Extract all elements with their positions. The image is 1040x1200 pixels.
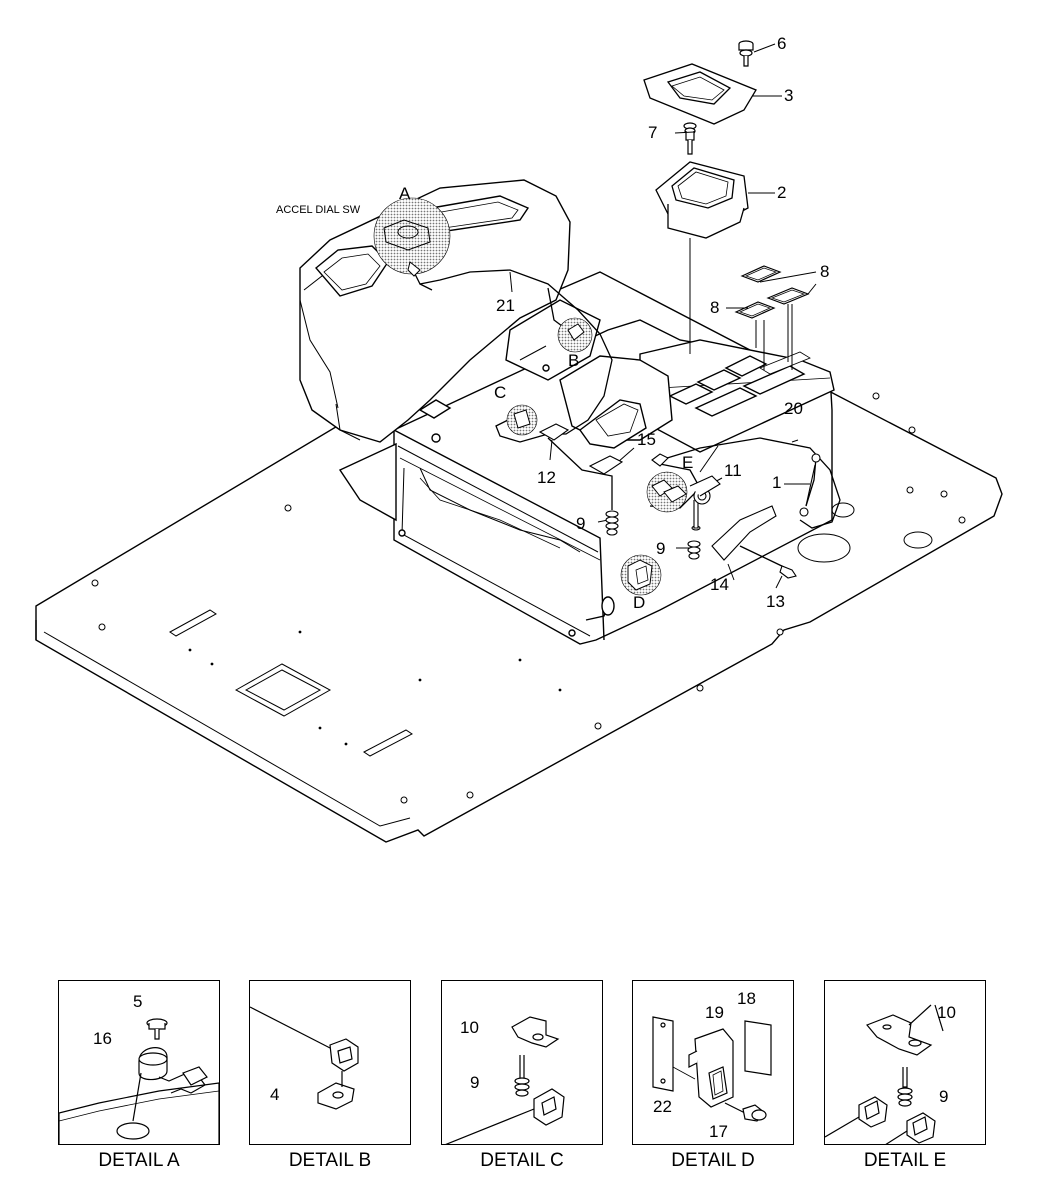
callout-15: 15 bbox=[637, 430, 656, 449]
callout-e: E bbox=[682, 453, 694, 472]
detail-circle-d bbox=[620, 554, 662, 596]
detail-c-caption: DETAIL C bbox=[480, 1150, 564, 1171]
ground-wire-1 bbox=[799, 453, 821, 517]
callout-1: 1 bbox=[772, 473, 782, 492]
detail-c-label-10: 10 bbox=[460, 1018, 479, 1037]
detail-c-drawing bbox=[445, 1016, 565, 1144]
detail-circle-a bbox=[373, 197, 451, 277]
floor-holes bbox=[91, 322, 966, 804]
detail-a-caption: DETAIL A bbox=[98, 1150, 180, 1171]
callout-a: A bbox=[399, 184, 411, 203]
detail-b-label-4: 4 bbox=[270, 1085, 280, 1104]
part-3-plate bbox=[643, 63, 757, 125]
detail-d-drawing bbox=[652, 1016, 772, 1122]
detail-d-label-18: 18 bbox=[737, 989, 756, 1008]
main-hardware bbox=[538, 423, 797, 579]
part-6-bolt bbox=[738, 40, 754, 67]
callout-12: 12 bbox=[537, 468, 556, 487]
leader-lines bbox=[509, 43, 817, 589]
detail-a-label-16: 16 bbox=[93, 1029, 112, 1048]
callout-c: C bbox=[494, 383, 507, 402]
detail-d-panel: 19 18 22 17 bbox=[632, 980, 794, 1145]
callout-b: B bbox=[568, 351, 580, 370]
callout-21: 21 bbox=[496, 296, 515, 315]
detail-d-label-17: 17 bbox=[709, 1122, 728, 1141]
detail-d-caption: DETAIL D bbox=[671, 1150, 755, 1171]
callout-13: 13 bbox=[766, 592, 785, 611]
detail-d-label-22: 22 bbox=[653, 1097, 672, 1116]
detail-a-label-5: 5 bbox=[133, 992, 143, 1011]
callout-8-lower: 8 bbox=[710, 298, 720, 317]
detail-circle-b bbox=[557, 317, 593, 353]
callout-9-right: 9 bbox=[656, 539, 666, 558]
callout-6: 6 bbox=[777, 34, 787, 53]
detail-b-drawing bbox=[250, 1006, 359, 1110]
detail-e-label-10: 10 bbox=[937, 1003, 956, 1022]
part-8-seals bbox=[734, 265, 810, 319]
callout-8-upper: 8 bbox=[820, 262, 830, 281]
callout-9-left: 9 bbox=[576, 514, 586, 533]
part-7-bolt bbox=[683, 122, 697, 155]
callout-2: 2 bbox=[777, 183, 787, 202]
callout-20: 20 bbox=[784, 399, 803, 418]
detail-a-panel: 5 16 bbox=[58, 980, 220, 1145]
callout-7: 7 bbox=[648, 123, 658, 142]
detail-e-label-9: 9 bbox=[939, 1087, 949, 1106]
right-console bbox=[639, 339, 835, 453]
callout-3: 3 bbox=[784, 86, 794, 105]
detail-c-panel: 10 9 bbox=[441, 980, 603, 1145]
detail-a-drawing bbox=[59, 1018, 219, 1144]
callout-11: 11 bbox=[724, 461, 742, 480]
floor-small-holes bbox=[188, 630, 562, 746]
callout-d: D bbox=[633, 593, 646, 612]
detail-e-drawing bbox=[825, 1004, 944, 1144]
detail-circle-e bbox=[646, 471, 688, 513]
detail-circle-c bbox=[506, 404, 538, 436]
detail-e-caption: DETAIL E bbox=[863, 1150, 947, 1171]
detail-d-label-19: 19 bbox=[705, 1003, 724, 1022]
detail-c-label-9: 9 bbox=[470, 1073, 480, 1092]
accel-dial-sw-label: ACCEL DIAL SW bbox=[276, 204, 361, 216]
left-console bbox=[299, 179, 601, 443]
part-2-boot bbox=[655, 161, 749, 239]
harness-21 bbox=[411, 267, 613, 510]
detail-e-panel: 10 9 bbox=[824, 980, 986, 1145]
detail-b-caption: DETAIL B bbox=[288, 1150, 372, 1171]
detail-b-panel: 4 bbox=[249, 980, 411, 1145]
callout-14: 14 bbox=[710, 575, 729, 594]
